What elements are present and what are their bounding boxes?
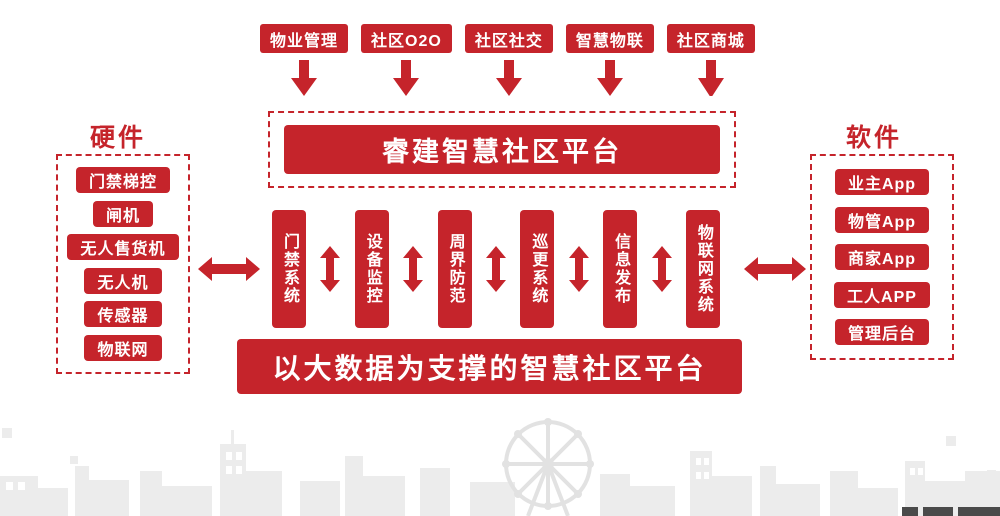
top-module-label: 物业管理 <box>260 24 349 53</box>
systems-row: 门禁系统 设备监控 周界防范 巡更系统 信息发布 物联网系统 <box>272 210 720 328</box>
software-item: 业主App <box>834 169 930 195</box>
vertical-double-arrow-icon <box>651 246 672 292</box>
top-module: 社区O2O <box>361 24 452 96</box>
top-module-label: 社区商城 <box>666 24 755 53</box>
system-pill: 信息发布 <box>603 210 638 328</box>
hardware-item: 闸机 <box>92 200 153 227</box>
down-arrow-icon <box>393 60 420 96</box>
software-item: 管理后台 <box>834 319 929 345</box>
horizontal-double-arrow-icon <box>744 257 806 281</box>
top-modules-row: 物业管理 社区O2O 社区社交 智慧物联 社区商城 <box>260 24 755 96</box>
top-module-label: 智慧物联 <box>565 24 654 53</box>
top-module-label: 社区社交 <box>464 24 553 53</box>
vertical-double-arrow-icon <box>320 246 341 292</box>
platform-dashed-frame: 睿建智慧社区平台 <box>268 111 736 188</box>
platform-title: 睿建智慧社区平台 <box>284 125 720 174</box>
top-module: 智慧物联 <box>565 24 654 96</box>
hardware-group: 门禁梯控 闸机 无人售货机 无人机 传感器 物联网 <box>56 154 190 374</box>
system-pill: 设备监控 <box>354 210 389 328</box>
software-item: 物管App <box>834 206 930 233</box>
top-module: 社区社交 <box>464 24 553 96</box>
software-item: 工人APP <box>834 281 930 308</box>
software-group: 业主App 物管App 商家App 工人APP 管理后台 <box>810 154 954 360</box>
system-pill: 周界防范 <box>437 210 472 328</box>
hardware-item: 物联网 <box>84 334 162 361</box>
down-arrow-icon <box>291 60 317 96</box>
horizontal-double-arrow-icon <box>198 257 260 281</box>
vertical-double-arrow-icon <box>568 246 589 292</box>
top-module: 物业管理 <box>260 24 349 96</box>
software-title: 软件 <box>846 124 903 152</box>
down-arrow-icon <box>596 60 623 96</box>
top-module: 社区商城 <box>666 24 755 96</box>
down-arrow-icon <box>697 60 724 96</box>
hardware-title: 硬件 <box>90 124 147 152</box>
vertical-double-arrow-icon <box>485 246 506 292</box>
down-arrow-icon <box>495 60 522 96</box>
bottom-banner: 以大数据为支撑的智慧社区平台 <box>237 339 742 394</box>
hardware-item: 无人售货机 <box>67 234 179 261</box>
hardware-item: 无人机 <box>84 267 162 294</box>
hardware-item: 门禁梯控 <box>75 167 170 193</box>
vertical-double-arrow-icon <box>403 246 424 292</box>
system-pill: 物联网系统 <box>685 210 720 328</box>
hardware-item: 传感器 <box>84 301 162 328</box>
software-item: 商家App <box>834 244 930 270</box>
cropped-watermark-fragment <box>902 506 1000 516</box>
city-skyline-graphic <box>0 418 1000 516</box>
top-module-label: 社区O2O <box>361 24 452 53</box>
system-pill: 巡更系统 <box>520 210 555 328</box>
system-pill: 门禁系统 <box>272 210 306 328</box>
